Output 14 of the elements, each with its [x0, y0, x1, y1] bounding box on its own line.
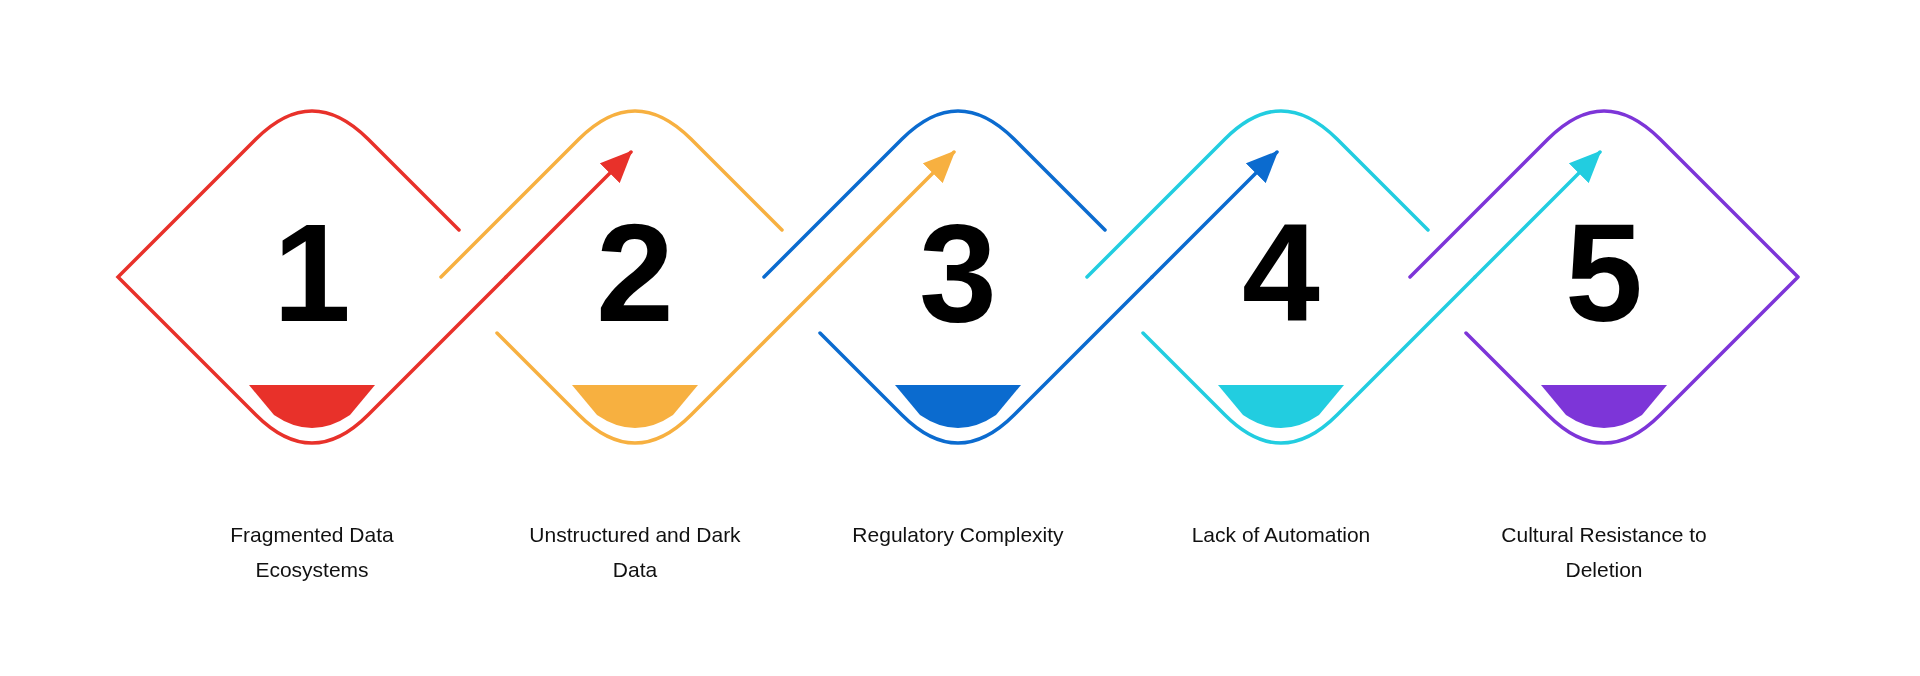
step-number: 5	[1564, 193, 1644, 353]
step-caption: Lack of Automation	[1190, 522, 1372, 548]
step-number: 4	[1241, 193, 1321, 353]
arrow	[504, 150, 633, 279]
step-number: 2	[595, 193, 675, 353]
step-number: 3	[918, 193, 998, 353]
step-caption: Unstructured and Dark Data	[528, 522, 742, 583]
step-caption: Fragmented Data Ecosystems	[229, 522, 395, 583]
arrow	[1150, 150, 1279, 279]
step-caption: Cultural Resistance to Deletion	[1500, 522, 1708, 583]
arrow	[827, 150, 956, 279]
arrow	[1473, 150, 1602, 279]
step-caption: Regulatory Complexity	[851, 522, 1065, 548]
step-number: 1	[272, 193, 352, 353]
